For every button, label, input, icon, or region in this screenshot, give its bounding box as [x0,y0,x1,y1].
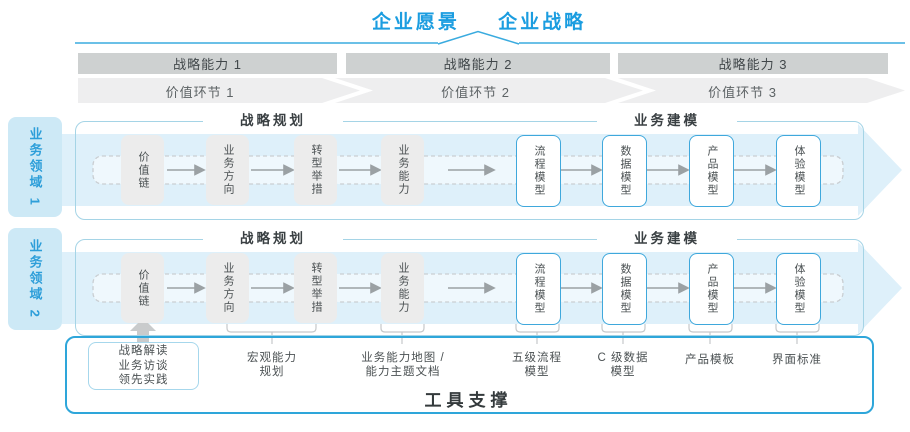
note-capability-map-docs: 业务能力地图 / 能力主题文档 [323,351,483,379]
row2-container [75,239,864,336]
box-label: 转型举措 [310,144,322,196]
row1-header-business-modeling: 业务建模 [597,112,737,129]
box-label: 流程模型 [533,145,545,197]
capability-bar-1: 战略能力 1 [78,53,337,74]
box-label: 体验模型 [793,145,805,197]
up-arrow-icon [130,318,156,342]
row2-box-experience-model: 体验模型 [776,253,821,325]
row2-box-data-model: 数据模型 [602,253,647,325]
note-line: 模型 [610,366,636,378]
note-line: 能力主题文档 [365,366,441,378]
note-line: 产品模板 [685,354,735,366]
business-domain-2: 业务领域 2 [8,228,62,330]
note-line: 界面标准 [772,354,822,366]
peak-triangle-icon [437,30,520,45]
row2-box-business-capability: 业务能力 [381,253,424,323]
box-label: 产品模型 [706,145,718,197]
tool-support-container [65,336,874,414]
practice-line: 领先实践 [118,374,169,387]
note-c-level-data-model: C 级数据 模型 [543,351,703,379]
row2-header-business-modeling: 业务建模 [597,230,737,247]
practice-line: 业务访谈 [118,359,169,372]
row2-box-process-model: 流程模型 [516,253,561,325]
row1-box-value-chain: 价值链 [121,135,164,205]
note-line: 业务能力地图 / [361,352,445,364]
box-label: 流程模型 [533,263,545,315]
box-label: 业务方向 [222,262,234,314]
box-label: 产品模型 [706,263,718,315]
box-label: 业务能力 [397,144,409,196]
row1-box-process-model: 流程模型 [516,135,561,207]
note-line: C 级数据 [597,352,649,364]
value-link-2: 价值环节 2 [441,84,510,100]
page-title: 企业愿景 企业战略 [48,7,910,34]
row2-box-transformation-initiatives: 转型举措 [294,253,337,323]
row2-header-strategy-planning: 战略规划 [203,230,343,247]
value-chain-bar [78,78,905,103]
row1-box-experience-model: 体验模型 [776,135,821,207]
row1-header-strategy-planning: 战略规划 [203,112,343,129]
business-domain-1-label: 业务领域 1 [27,126,43,208]
practice-box: 战略解读 业务访谈 领先实践 [88,342,199,390]
box-label: 价值链 [137,150,149,190]
row1-box-business-capability: 业务能力 [381,135,424,205]
business-domain-1: 业务领域 1 [8,117,62,217]
tool-support-label: 工具支撑 [424,391,513,410]
enterprise-strategy-label: 企业战略 [498,12,587,33]
flow-arrows-row2 [167,282,777,294]
box-label: 数据模型 [619,263,631,315]
row2-box-value-chain: 价值链 [121,253,164,323]
note-line: 模型 [524,366,550,378]
note-macro-capability-planning: 宏观能力 规划 [192,351,352,379]
row1-box-transformation-initiatives: 转型举措 [294,135,337,205]
note-line: 宏观能力 [247,352,297,364]
box-label: 体验模型 [793,263,805,315]
row1-container [75,121,864,220]
row2-box-business-direction: 业务方向 [206,253,249,323]
row1-box-business-direction: 业务方向 [206,135,249,205]
note-line: 五级流程 [512,352,562,364]
note-product-template: 产品模板 [630,353,790,367]
capability-bar-2: 战略能力 2 [346,53,610,74]
row1-box-data-model: 数据模型 [602,135,647,207]
practice-line: 战略解读 [118,345,169,358]
business-domain-2-label: 业务领域 2 [27,238,43,320]
note-line: 规划 [259,366,285,378]
box-label: 转型举措 [310,262,322,314]
value-link-1: 价值环节 1 [165,84,235,100]
capability-bar-3: 战略能力 3 [618,53,888,74]
chevron-separator-icon [605,78,656,103]
value-link-3: 价值环节 3 [708,84,777,100]
chevron-separator-icon [322,78,373,103]
note-ui-standard: 界面标准 [717,353,877,367]
box-label: 业务能力 [397,262,409,314]
flow-arrows-row1 [167,164,777,176]
note-level5-process-model: 五级流程 模型 [457,351,617,379]
row2-box-product-model: 产品模型 [689,253,734,325]
box-label: 业务方向 [222,144,234,196]
box-label: 数据模型 [619,145,631,197]
box-label: 价值链 [137,268,149,308]
enterprise-vision-label: 企业愿景 [371,12,460,33]
row1-box-product-model: 产品模型 [689,135,734,207]
footnote-braces [226,324,820,344]
